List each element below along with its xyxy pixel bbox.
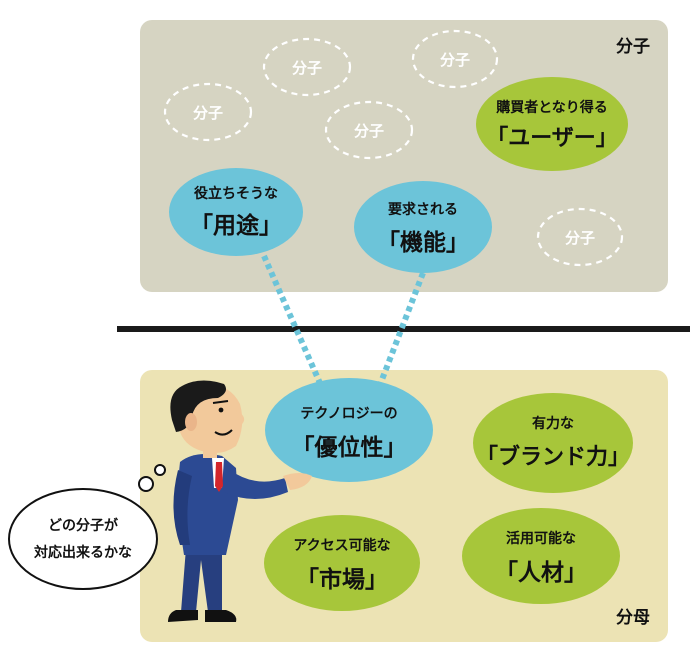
tech-line2: 「優位性」 <box>292 434 407 461</box>
thought-line1: どの分子が <box>48 517 119 534</box>
market-ellipse: アクセス可能な 「市場」 <box>264 515 420 611</box>
placeholder-label: 分子 <box>193 104 223 122</box>
placeholder-label: 分子 <box>354 122 384 140</box>
user-line1: 購買者となり得る <box>495 99 608 116</box>
use-ellipse: 役立ちそうな 「用途」 <box>169 168 303 256</box>
brand-ellipse: 有力な 「ブランド力」 <box>473 393 633 493</box>
placeholder-ellipse: 分子 <box>324 100 414 160</box>
placeholder-label: 分子 <box>292 59 322 77</box>
user-line2: 「ユーザー」 <box>486 126 618 151</box>
businessman-illustration <box>168 380 312 622</box>
numerator-label: 分子 <box>616 37 650 57</box>
talent-line1: 活用可能な <box>506 530 576 547</box>
denominator-label: 分母 <box>616 608 650 628</box>
brand-line2: 「ブランド力」 <box>476 444 630 470</box>
placeholder-label: 分子 <box>565 229 595 247</box>
thought-bubble: どの分子が 対応出来るかな <box>8 464 166 590</box>
placeholder-ellipse: 分子 <box>163 82 253 142</box>
placeholder-label: 分子 <box>440 51 470 69</box>
thought-line2: 対応出来るかな <box>33 544 132 561</box>
brand-line1: 有力な <box>532 415 574 432</box>
placeholder-ellipse: 分子 <box>411 29 499 89</box>
market-line2: 「市場」 <box>296 566 388 593</box>
talent-ellipse: 活用可能な 「人材」 <box>462 508 620 604</box>
placeholder-ellipse: 分子 <box>262 37 352 97</box>
function-line1: 要求される <box>388 201 458 218</box>
dotted-link <box>375 271 426 392</box>
talent-line2: 「人材」 <box>495 560 587 586</box>
function-ellipse: 要求される 「機能」 <box>354 181 492 273</box>
dotted-link <box>261 254 326 392</box>
use-line2: 「用途」 <box>190 212 282 239</box>
tech-ellipse: テクノロジーの 「優位性」 <box>265 378 433 482</box>
market-line1: アクセス可能な <box>293 537 390 554</box>
placeholder-ellipse: 分子 <box>536 207 624 267</box>
tech-line1: テクノロジーの <box>300 406 397 422</box>
user-ellipse: 購買者となり得る 「ユーザー」 <box>476 77 628 171</box>
function-line2: 「機能」 <box>377 229 469 256</box>
fraction-divider <box>117 326 690 332</box>
use-line1: 役立ちそうな <box>194 185 278 202</box>
